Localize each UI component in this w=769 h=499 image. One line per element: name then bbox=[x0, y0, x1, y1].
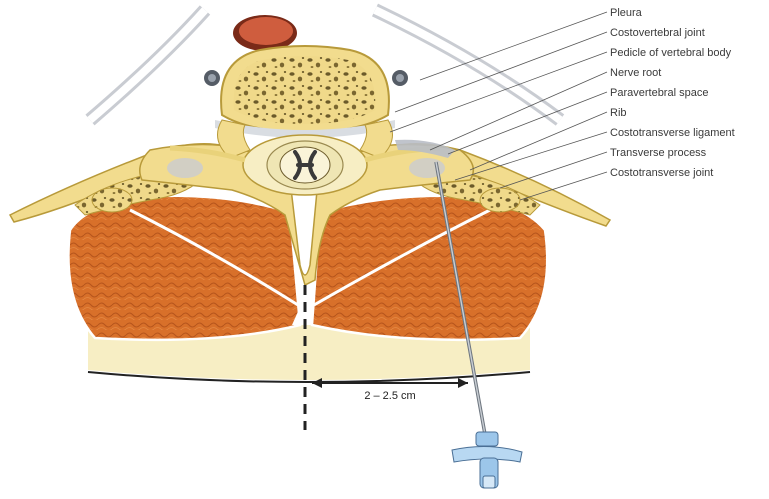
muscle-left bbox=[68, 196, 300, 340]
muscle-right bbox=[312, 196, 547, 340]
label-nerve-root: Nerve root bbox=[610, 67, 661, 79]
leader-line-costotransverse-ligament bbox=[455, 132, 607, 180]
label-pleura: Pleura bbox=[610, 7, 643, 19]
label-costotransverse-joint: Costotransverse joint bbox=[610, 167, 713, 179]
aorta bbox=[233, 15, 297, 51]
costotransverse-joint-left bbox=[167, 158, 203, 178]
label-costotransverse-ligament: Costotransverse ligament bbox=[610, 127, 735, 139]
label-rib: Rib bbox=[610, 107, 627, 119]
label-costovertebral-joint: Costovertebral joint bbox=[610, 27, 705, 39]
measurement-label: 2 – 2.5 cm bbox=[364, 390, 415, 402]
label-pedicle: Pedicle of vertebral body bbox=[610, 47, 732, 59]
leader-line-rib bbox=[470, 112, 607, 170]
leader-line-transverse-process bbox=[500, 152, 607, 188]
spinal-canal bbox=[243, 135, 367, 195]
label-transverse-process: Transverse process bbox=[610, 147, 707, 159]
label-paravertebral-space: Paravertebral space bbox=[610, 87, 708, 99]
